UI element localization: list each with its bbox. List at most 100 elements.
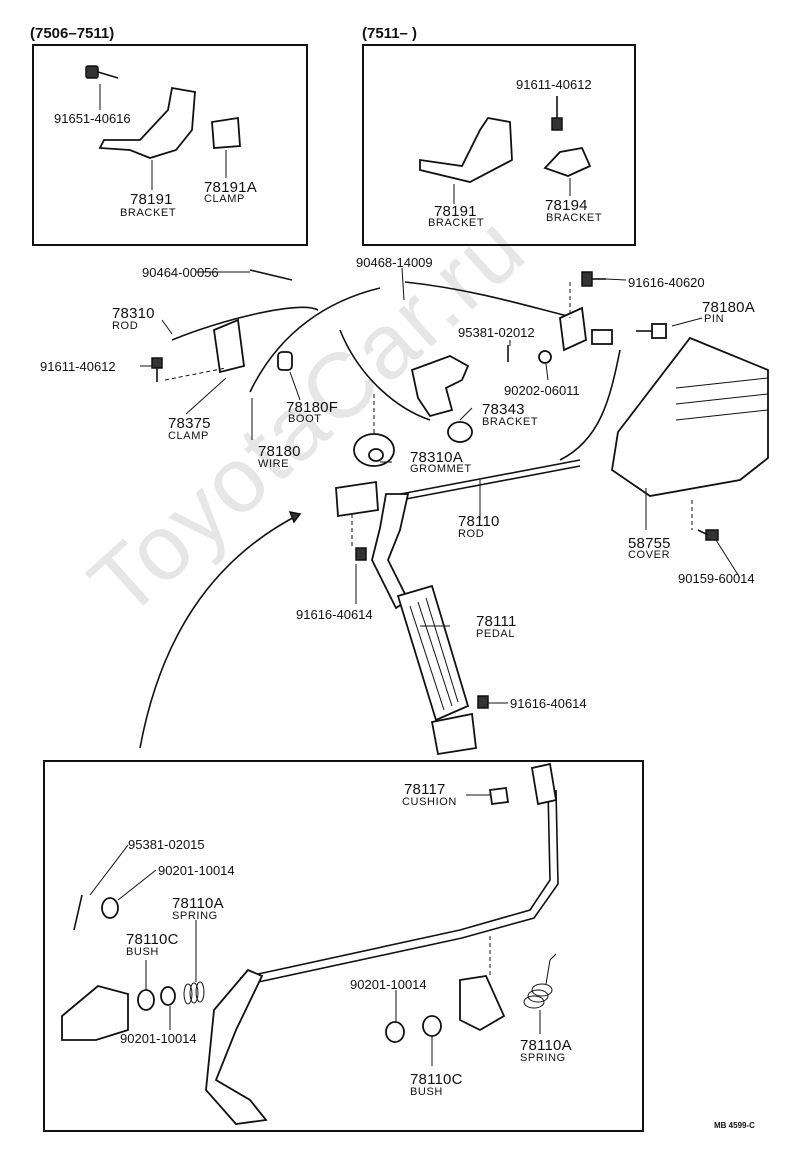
part-number-label: 91611-40612 [40,359,116,374]
part-number-label: 78180A [702,299,755,316]
part-name-label: ROD [458,528,485,540]
part-number-label: 78110A [520,1037,572,1054]
part-name-label: BOOT [288,413,322,425]
part-name-label: ROD [112,320,139,332]
bracket-icon [459,975,506,1032]
cable [339,329,431,421]
part-name-label: WIRE [258,458,290,470]
part-number-label: 78110 [458,513,500,530]
inset-box-late [362,44,636,246]
part-number-label: 91616-40614 [296,607,373,622]
clamp-icon [213,318,245,374]
boot-icon [277,351,293,371]
pedal-rod-icon [239,789,551,979]
part-number-label: 78111 [476,613,517,630]
pedal-icon [396,584,470,722]
part-name-label: BRACKET [482,416,539,428]
part-number-label: 95381-02015 [128,837,205,852]
range-label: (7511– ) [362,25,418,42]
part-name-label: CLAMP [204,193,245,205]
part-name-label: SPRING [172,910,218,922]
part-number-label: 91616-40614 [510,696,587,711]
cotter-pin-icon [249,269,293,281]
part-number-label: 91616-40620 [628,275,705,290]
part-number-label: 78110A [172,895,224,912]
part-number-label: 91611-40612 [516,77,592,92]
part-number-label: 78310A [410,449,463,466]
bolt-icon [581,271,606,287]
part-number-label: 90201-10014 [350,977,427,992]
washer-icon [101,897,119,919]
bolt-icon [85,65,119,79]
part-number-label: 95381-02012 [458,325,535,340]
bracket-icon [419,117,513,183]
part-name-label: GROMMET [410,463,472,475]
part-name-label: COVER [628,549,671,561]
pedal-arm-icon [371,493,410,610]
part-number-label: 90464-00056 [142,265,219,280]
part-number-label: 78110C [410,1071,463,1088]
part-name-label: BRACKET [546,212,603,224]
washer-icon [160,986,176,1006]
cushion-icon [488,786,510,806]
part-number-label: 78343 [482,401,525,418]
part-name-label: CUSHION [402,796,457,808]
part-name-label: BUSH [410,1086,443,1098]
cable-end-icon [447,421,473,443]
range-label: (7506–7511) [30,25,115,42]
lever-icon [205,968,268,1125]
part-name-label: CLAMP [168,430,209,442]
spring-icon [183,981,205,1005]
part-number-label: 90468-14009 [356,255,433,270]
washer-icon [385,1021,405,1043]
bolt-icon [477,695,489,709]
wire-78180 [249,287,381,393]
bolt-icon [151,357,163,382]
detail-arrow [139,513,301,749]
pin-icon [636,323,667,339]
part-name-label: BUSH [126,946,159,958]
part-number-label: 78375 [168,415,211,432]
part-number-label: 78110C [126,931,179,948]
part-number-label: 90201-10014 [120,1031,197,1046]
bush-icon [137,989,155,1011]
clamp-icon [211,116,241,149]
document-code: MB 4599-C [714,1121,755,1130]
part-number-label: 78191 [434,203,477,220]
bolt-icon [697,529,719,541]
bracket-icon [559,306,587,352]
part-name-label: BRACKET [428,217,485,229]
bracket-icon [98,86,196,159]
part-number-label: 78180 [258,443,301,460]
inset-box-lower [43,760,644,1132]
washer-icon [538,350,552,364]
part-number-label: 90201-10014 [158,863,235,878]
part-number-label: 90159-60014 [678,571,755,586]
part-number-label: 78310 [112,305,155,322]
part-number-label: 91651-40616 [54,111,131,126]
bracket-icon [543,146,592,177]
part-number-label: 90202-06011 [504,383,580,398]
rod-78310 [171,306,319,341]
inset-box-early [32,44,308,246]
bracket-icon [410,355,470,418]
cable [404,281,577,319]
part-number-label: 78194 [545,197,588,214]
bracket-icon [61,985,129,1041]
cover-icon [611,336,769,497]
part-number-label: 78180F [286,399,339,416]
part-number-label: 78117 [404,781,446,798]
part-name-label: PIN [704,313,725,325]
part-name-label: SPRING [520,1052,566,1064]
rod-78110 [389,459,581,497]
part-name-label: PEDAL [476,628,516,640]
part-number-label: 58755 [628,535,671,552]
part-number-label: 78191 [130,191,173,208]
cable-end-icon [591,329,613,345]
bolt-icon [551,96,563,131]
bracket-icon [335,480,379,518]
cotter-pin-icon [73,894,83,931]
bush-icon [422,1015,442,1037]
